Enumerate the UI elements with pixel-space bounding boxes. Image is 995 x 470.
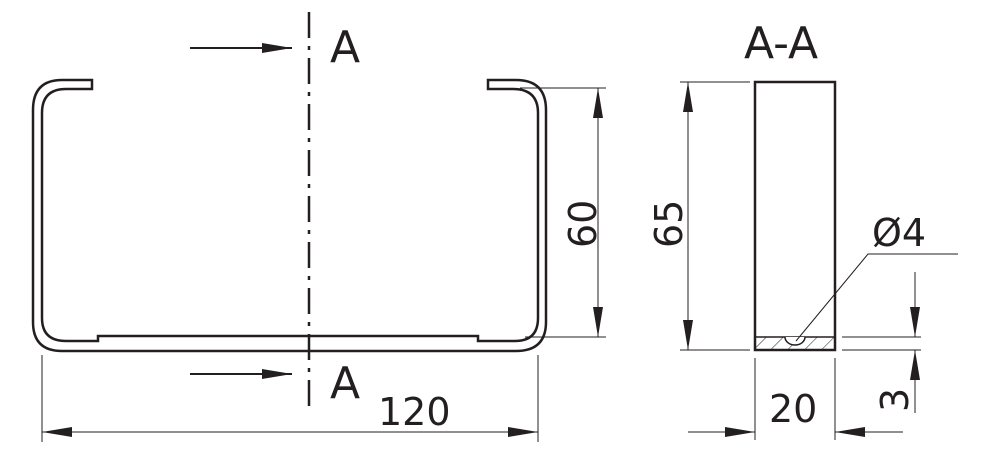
dimension-section-width-label: 20 (769, 387, 817, 431)
dimension-section-height-label: 65 (647, 200, 691, 248)
dimension-inner-height-label: 60 (561, 200, 605, 248)
channel-profile (31, 78, 548, 353)
dimension-section-width (688, 358, 903, 440)
section-view (753, 80, 837, 352)
hole-diameter-label: Ø4 (872, 211, 926, 255)
dimension-width-label: 120 (378, 390, 451, 434)
section-title: A-A (744, 18, 818, 69)
hole-leader (795, 253, 958, 342)
section-marker-bottom: A (330, 358, 360, 409)
dimension-inner-height (520, 87, 606, 338)
section-marker-top: A (330, 22, 360, 73)
dimension-section-height (680, 81, 750, 351)
dimension-thickness (842, 272, 921, 413)
dimension-thickness-label: 3 (873, 388, 917, 412)
dimension-width (41, 355, 539, 442)
